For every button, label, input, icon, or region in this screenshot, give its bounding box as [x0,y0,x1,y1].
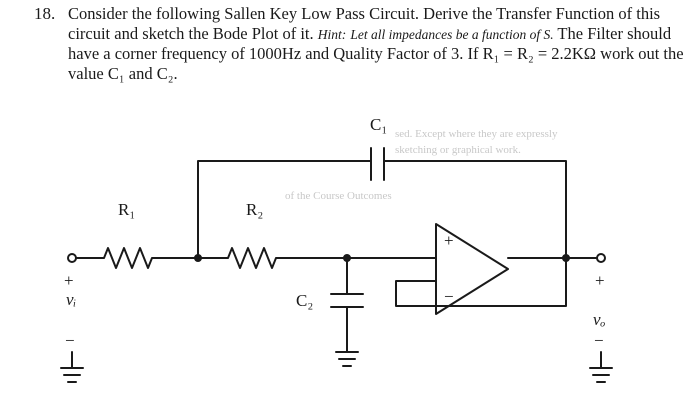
ground-input [60,351,84,383]
bleed-text-3: of the Course Outcomes [285,190,392,202]
resistor-r1 [75,247,199,269]
opamp-triangle [435,223,509,315]
question-line-2-text: circuit and sketch the Bode Plot of it. [68,23,314,43]
feedback-wire-opamp [395,257,567,307]
junction-node-output [562,254,570,262]
label-output-plus: + [595,271,605,290]
label-r2: R₂ [246,200,263,219]
input-terminal [67,253,77,263]
feedback-wire-c1-left [197,160,372,259]
capacitor-c1-plates [370,147,385,181]
question-text: Consider the following Sallen Key Low Pa… [68,4,688,83]
question-line-2: circuit and sketch the Bode Plot of it. … [68,24,688,45]
question-line-2-tail: The Filter should [557,23,672,43]
label-opamp-plus: + [444,231,454,250]
label-vi: vᵢ [66,290,76,309]
bleed-text-2: sketching or graphical work. [395,144,521,156]
feedback-wire-c1-right [383,160,567,259]
question-number: 18. [34,4,56,23]
label-input-plus: + [64,271,74,290]
output-terminal [596,253,606,263]
question-line-4: value C₁ and C₂. [68,63,178,83]
label-input-minus: − [65,331,75,350]
capacitor-c2-plates [330,293,364,308]
question-line-1: Consider the following Sallen Key Low Pa… [68,4,661,23]
question-line-3: have a corner frequency of 1000Hz and Qu… [68,44,684,63]
resistor-r2 [197,247,437,269]
label-r1: R₁ [118,200,135,219]
ground-output [589,351,613,383]
label-vo: vₒ [593,310,606,329]
label-c2: C₂ [296,291,313,310]
hint-label: Hint: [317,26,347,42]
ground-c2 [335,306,359,367]
label-c1: C₁ [370,115,387,134]
hint-text: Let all impedances be a function of S. [350,26,554,42]
label-opamp-minus: − [444,287,454,306]
bleed-text-1: sed. Except where they are expressly [395,128,558,140]
label-output-minus: − [594,331,604,350]
